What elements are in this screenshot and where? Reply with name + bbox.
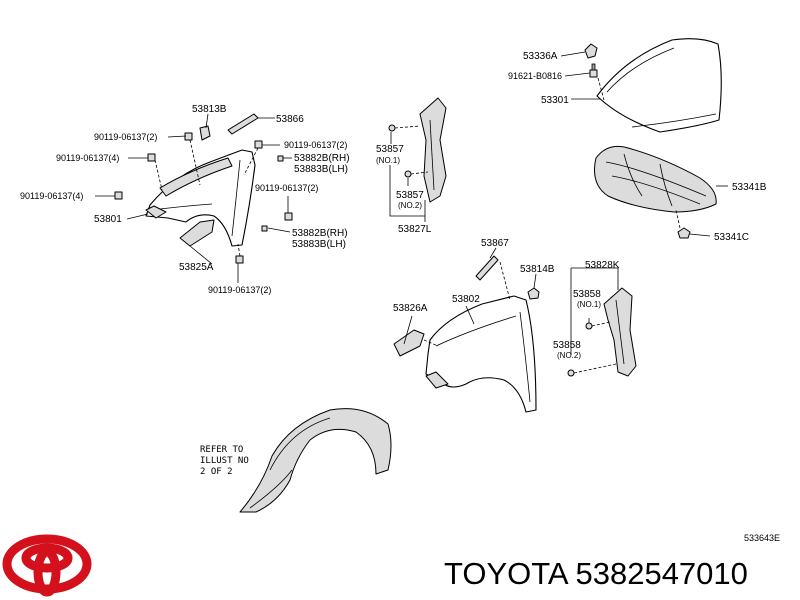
label-bolt-2a: 90119-06137(2) (94, 132, 157, 142)
fender-53802 (425, 295, 537, 413)
apron-53827L (388, 97, 447, 203)
label-53883B-top: 53883B(LH) (294, 164, 348, 175)
label-53341C: 53341C (714, 232, 749, 243)
label-53826A: 53826A (393, 303, 428, 314)
fender-liner (239, 408, 392, 513)
clip-53814B (527, 287, 540, 300)
hood-panel (596, 38, 722, 133)
label-53883B-bot: 53883B(LH) (292, 239, 346, 250)
leader-lines (95, 51, 728, 374)
label-bolt-4a: 90119-06137(4) (56, 153, 119, 163)
seal-53866 (227, 113, 259, 135)
bolts-left (114, 132, 293, 264)
label-53866: 53866 (276, 114, 304, 125)
label-53882B-top: 53882B(RH) (294, 153, 350, 164)
label-53858-2: 53858 (553, 340, 581, 351)
seal-53867 (475, 255, 499, 281)
label-53867: 53867 (481, 238, 509, 249)
seal-53813B (199, 125, 211, 141)
clip-53336A (584, 43, 598, 59)
clip-53341C (677, 227, 691, 239)
label-no1-b: (NO.1) (577, 300, 601, 309)
label-53802: 53802 (452, 294, 480, 305)
label-bolt-2d: 90119-06137(2) (208, 285, 271, 295)
part-labels: 53336A 91621-B0816 53301 53341B 53341C 5… (20, 51, 780, 543)
bracket-53825A (179, 219, 215, 247)
label-53882B-bot: 53882B(RH) (292, 228, 348, 239)
label-53301: 53301 (541, 95, 569, 106)
label-53341B: 53341B (732, 182, 767, 193)
label-53828K: 53828K (585, 260, 620, 271)
label-53801: 53801 (94, 214, 122, 225)
label-bolt-2c: 90119-06137(2) (255, 183, 318, 193)
toyota-logo (2, 534, 92, 597)
refer-line-1: REFER TO (200, 445, 243, 455)
label-91621: 91621-B0816 (508, 71, 562, 81)
refer-line-2: ILLUST NO (200, 456, 249, 466)
label-bolt-4b: 90119-06137(4) (20, 191, 83, 201)
apron-53828K (567, 287, 637, 377)
label-53336A: 53336A (523, 51, 558, 62)
bracket-53826A (393, 329, 425, 357)
label-no2-b: (NO.2) (557, 351, 581, 360)
fender-53801 (145, 149, 256, 247)
label-53857-1: 53857 (376, 144, 404, 155)
label-53813B: 53813B (192, 104, 227, 115)
refer-line-3: 2 OF 2 (200, 467, 233, 477)
label-53825A: 53825A (179, 262, 214, 273)
label-bolt-2b: 90119-06137(2) (284, 140, 347, 150)
label-no1-a: (NO.1) (376, 156, 400, 165)
hood-insulator (594, 145, 717, 213)
label-53814B: 53814B (520, 264, 555, 275)
label-no2-a: (NO.2) (398, 201, 422, 210)
illustration-code: 533643E (744, 533, 780, 543)
label-53827L: 53827L (398, 224, 432, 235)
label-53857-2: 53857 (396, 190, 424, 201)
label-53858-1: 53858 (573, 289, 601, 300)
bolt-91621 (589, 63, 598, 78)
brand-part-number: TOYOTA 5382547010 (444, 556, 748, 591)
